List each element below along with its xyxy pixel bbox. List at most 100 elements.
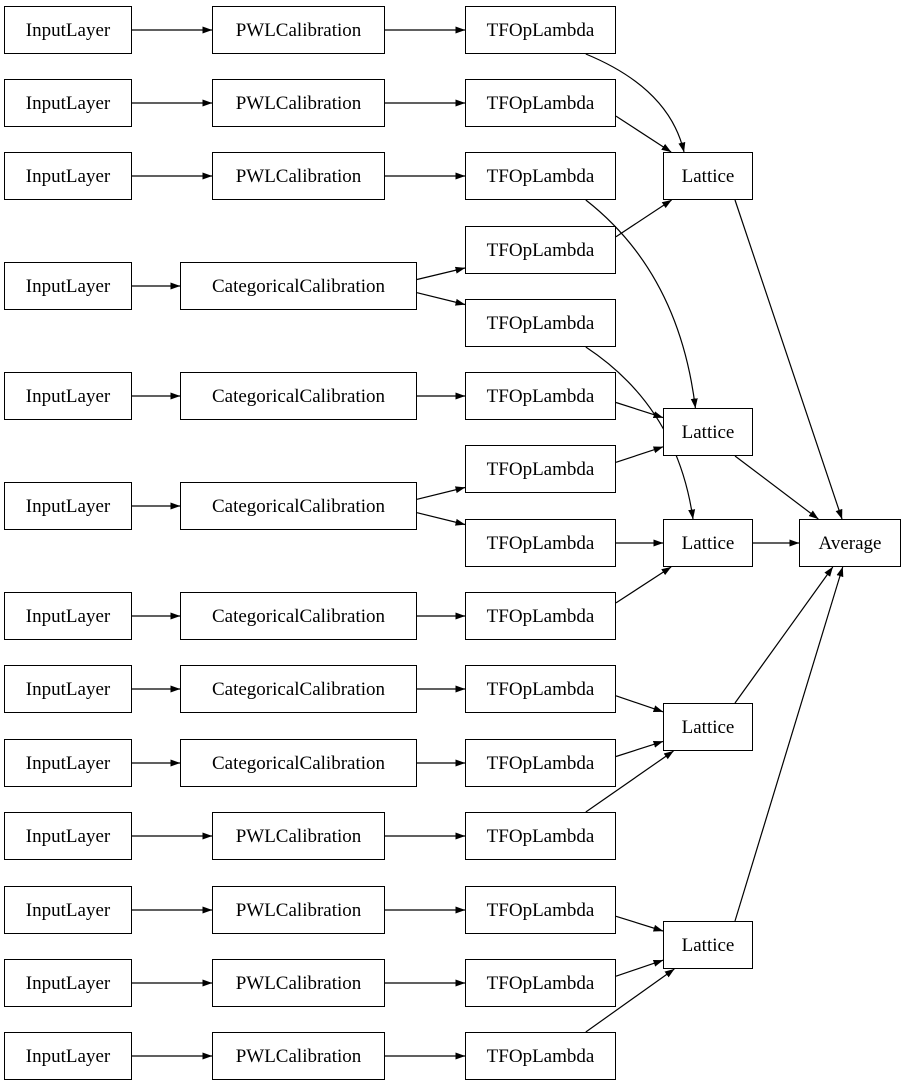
edge-t14-l5	[615, 959, 664, 977]
tf-op-lambda-node-t9: TFOpLambda	[465, 592, 616, 640]
pwl-calibration-node-c10: PWLCalibration	[212, 812, 385, 860]
node-label: TFOpLambda	[486, 678, 595, 700]
tf-op-lambda-node-t13: TFOpLambda	[465, 886, 616, 934]
node-label: Lattice	[681, 934, 735, 956]
average-node-avg: Average	[799, 519, 901, 567]
node-label: Lattice	[681, 421, 735, 443]
node-label: InputLayer	[25, 275, 111, 297]
tf-op-lambda-node-t5: TFOpLambda	[465, 299, 616, 347]
tf-op-lambda-node-t7: TFOpLambda	[465, 445, 616, 493]
node-label: InputLayer	[25, 678, 111, 700]
node-label: TFOpLambda	[486, 899, 595, 921]
node-label: InputLayer	[25, 972, 111, 994]
tf-op-lambda-node-t11: TFOpLambda	[465, 739, 616, 787]
edge-t15-l5	[585, 968, 675, 1033]
edge-c6-t8	[416, 512, 466, 526]
edge-l5-avg	[734, 566, 844, 922]
node-label: InputLayer	[25, 752, 111, 774]
tf-op-lambda-node-t3: TFOpLambda	[465, 152, 616, 200]
input-layer-node-i6: InputLayer	[4, 482, 132, 530]
lattice-node-l3: Lattice	[663, 519, 753, 567]
node-label: PWLCalibration	[235, 899, 362, 921]
lattice-node-l4: Lattice	[663, 703, 753, 751]
categorical-calibration-node-c7: CategoricalCalibration	[180, 592, 417, 640]
tf-op-lambda-node-t10: TFOpLambda	[465, 665, 616, 713]
node-label: InputLayer	[25, 495, 111, 517]
input-layer-node-i4: InputLayer	[4, 262, 132, 310]
input-layer-node-i7: InputLayer	[4, 592, 132, 640]
categorical-calibration-node-c8: CategoricalCalibration	[180, 665, 417, 713]
node-label: TFOpLambda	[486, 92, 595, 114]
tf-op-lambda-node-t8: TFOpLambda	[465, 519, 616, 567]
node-label: TFOpLambda	[486, 239, 595, 261]
categorical-calibration-node-c4: CategoricalCalibration	[180, 262, 417, 310]
node-label: CategoricalCalibration	[211, 495, 386, 517]
input-layer-node-i2: InputLayer	[4, 79, 132, 127]
node-label: PWLCalibration	[235, 165, 362, 187]
pwl-calibration-node-c13: PWLCalibration	[212, 1032, 385, 1080]
node-label: PWLCalibration	[235, 19, 362, 41]
node-label: CategoricalCalibration	[211, 275, 386, 297]
edge-l4-avg	[734, 566, 834, 704]
node-label: TFOpLambda	[486, 605, 595, 627]
node-label: InputLayer	[25, 385, 111, 407]
edge-t9-l3	[615, 566, 672, 604]
edge-c4-t5	[416, 292, 466, 306]
edge-t4-l1	[615, 199, 672, 238]
node-label: Lattice	[681, 165, 735, 187]
input-layer-node-i1: InputLayer	[4, 6, 132, 54]
node-label: CategoricalCalibration	[211, 752, 386, 774]
pwl-calibration-node-c11: PWLCalibration	[212, 886, 385, 934]
node-label: TFOpLambda	[486, 165, 595, 187]
categorical-calibration-node-c6: CategoricalCalibration	[180, 482, 417, 530]
node-label: TFOpLambda	[486, 1045, 595, 1067]
input-layer-node-i10: InputLayer	[4, 812, 132, 860]
categorical-calibration-node-c5: CategoricalCalibration	[180, 372, 417, 420]
tf-op-lambda-node-t4: TFOpLambda	[465, 226, 616, 274]
node-label: InputLayer	[25, 605, 111, 627]
node-label: TFOpLambda	[486, 385, 595, 407]
node-label: Lattice	[681, 716, 735, 738]
node-label: TFOpLambda	[486, 972, 595, 994]
pwl-calibration-node-c3: PWLCalibration	[212, 152, 385, 200]
edge-l1-avg	[734, 199, 843, 520]
tf-op-lambda-node-t2: TFOpLambda	[465, 79, 616, 127]
tf-op-lambda-node-t12: TFOpLambda	[465, 812, 616, 860]
lattice-node-l5: Lattice	[663, 921, 753, 969]
node-label: PWLCalibration	[235, 972, 362, 994]
pwl-calibration-node-c12: PWLCalibration	[212, 959, 385, 1007]
node-label: TFOpLambda	[486, 752, 595, 774]
edge-l2-avg	[734, 455, 819, 520]
edge-t13-l5	[615, 915, 664, 932]
pwl-calibration-node-c1: PWLCalibration	[212, 6, 385, 54]
input-layer-node-i11: InputLayer	[4, 886, 132, 934]
node-label: PWLCalibration	[235, 1045, 362, 1067]
node-label: InputLayer	[25, 825, 111, 847]
input-layer-node-i12: InputLayer	[4, 959, 132, 1007]
edge-t7-l2	[615, 446, 664, 463]
node-label: Average	[818, 532, 882, 554]
edge-t5-l3	[585, 346, 696, 520]
node-label: TFOpLambda	[486, 458, 595, 480]
node-label: TFOpLambda	[486, 19, 595, 41]
node-label: CategoricalCalibration	[211, 678, 386, 700]
node-label: PWLCalibration	[235, 92, 362, 114]
node-label: TFOpLambda	[486, 312, 595, 334]
input-layer-node-i9: InputLayer	[4, 739, 132, 787]
node-label: InputLayer	[25, 1045, 111, 1067]
edge-c4-t4	[416, 266, 466, 281]
node-label: PWLCalibration	[235, 825, 362, 847]
edge-t1-l1	[585, 53, 686, 153]
node-label: TFOpLambda	[486, 532, 595, 554]
node-label: CategoricalCalibration	[211, 385, 386, 407]
node-label: CategoricalCalibration	[211, 605, 386, 627]
edge-t11-l4	[615, 740, 664, 758]
input-layer-node-i3: InputLayer	[4, 152, 132, 200]
input-layer-node-i13: InputLayer	[4, 1032, 132, 1080]
edge-t12-l4	[585, 750, 674, 813]
edge-t10-l4	[615, 695, 664, 713]
node-label: InputLayer	[25, 899, 111, 921]
